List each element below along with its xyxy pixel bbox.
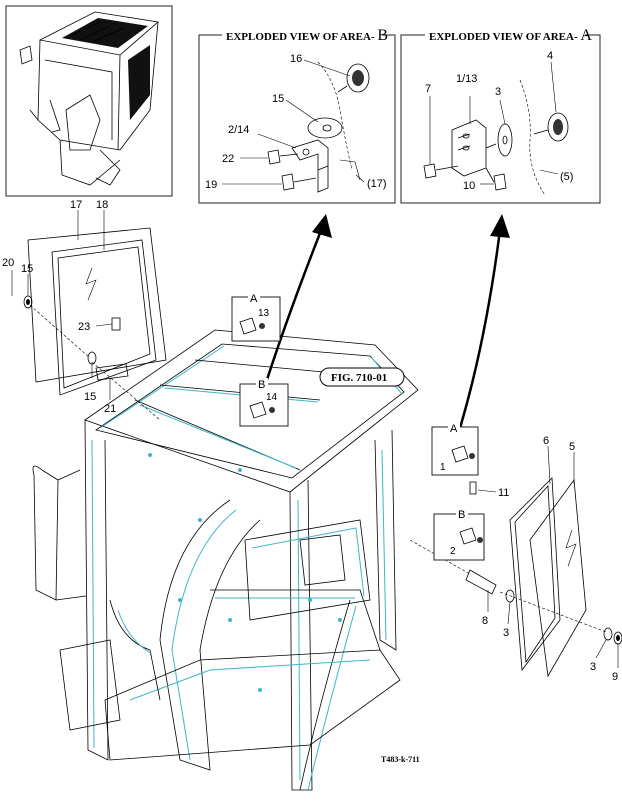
- area-a-label-7: 7: [425, 83, 431, 95]
- area-a-label-4: 4: [547, 50, 553, 62]
- svg-text:FIG. 710-01: FIG. 710-01: [331, 372, 387, 384]
- svg-text:A: A: [250, 293, 258, 305]
- label-15-lower: 15: [84, 391, 96, 403]
- svg-text:13: 13: [258, 308, 270, 319]
- left-glass-panel: [11, 210, 167, 421]
- label-8: 8: [482, 615, 488, 627]
- label-15-left: 15: [21, 263, 33, 275]
- area-a-label-3: 3: [495, 86, 501, 98]
- area-b-title: EXPLODED VIEW OF AREA- B: [226, 27, 388, 44]
- label-5: 5: [569, 441, 575, 453]
- svg-text:A: A: [450, 423, 458, 435]
- svg-text:1: 1: [440, 462, 446, 473]
- area-b-label-17-ref: (17): [367, 178, 387, 190]
- drawing-code: T483-k-711: [381, 755, 420, 764]
- right-glass-panel: [409, 445, 622, 678]
- area-a-title: EXPLODED VIEW OF AREA- A: [429, 27, 592, 44]
- reference-arrows: [256, 214, 510, 429]
- cab-frame: [32, 329, 419, 791]
- area-b-label-16: 16: [290, 53, 302, 65]
- area-a-label-5-ref: (5): [560, 171, 573, 183]
- label-11: 11: [498, 487, 509, 499]
- callout-a-top: A 13: [231, 292, 281, 342]
- callout-a-right: A 1: [431, 422, 479, 476]
- svg-text:B: B: [458, 509, 465, 521]
- area-a-label-10: 10: [463, 180, 475, 192]
- fig-reference: FIG. 710-01: [319, 367, 405, 387]
- label-21: 21: [104, 403, 116, 415]
- label-20: 20: [2, 257, 14, 269]
- exploded-view-area-b: EXPLODED VIEW OF AREA- B 16 15 2/14 22 1: [198, 26, 396, 204]
- area-b-label-19: 19: [205, 179, 217, 191]
- svg-text:2: 2: [450, 546, 456, 557]
- label-18: 18: [96, 199, 108, 211]
- label-3-lower: 3: [503, 627, 509, 639]
- exploded-view-area-a: EXPLODED VIEW OF AREA- A 7 1/13 3 4: [400, 26, 601, 204]
- area-a-label-1-13: 1/13: [456, 73, 477, 85]
- callout-b-right: B 2: [433, 508, 485, 561]
- label-17: 17: [70, 199, 82, 211]
- label-3-right: 3: [590, 661, 596, 673]
- label-23: 23: [78, 321, 90, 333]
- cab-thumbnail: [5, 5, 173, 197]
- area-b-label-22: 22: [222, 153, 234, 165]
- label-9: 9: [612, 671, 618, 683]
- callout-b-top: B 14: [239, 378, 289, 427]
- svg-text:B: B: [258, 379, 265, 391]
- area-b-label-15: 15: [272, 93, 284, 105]
- label-6: 6: [543, 435, 549, 447]
- area-b-label-2-14: 2/14: [228, 124, 249, 136]
- svg-text:14: 14: [266, 392, 278, 403]
